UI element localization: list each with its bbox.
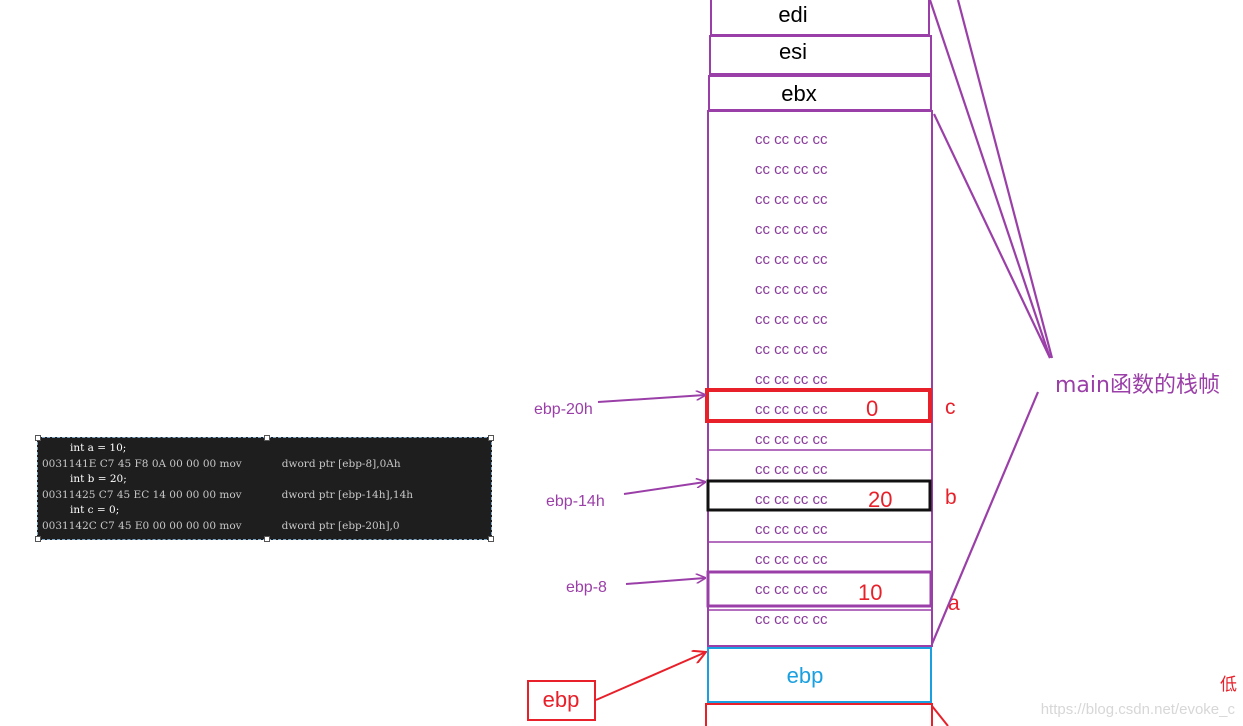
disassembly-lines: int a = 10; 0031141E C7 45 F8 0A 00 00 00… bbox=[42, 441, 491, 534]
var-name-c: c bbox=[945, 396, 956, 419]
selection-handle[interactable] bbox=[264, 435, 270, 441]
pointer-arrow-ebp-8 bbox=[625, 578, 705, 585]
cc-filler-row: cc cc cc cc bbox=[755, 161, 828, 178]
register-cell-edi bbox=[710, 0, 930, 36]
corner-text: 低 bbox=[1220, 675, 1237, 695]
disassembly-panel: int a = 10; 0031141E C7 45 F8 0A 00 00 00… bbox=[35, 435, 494, 542]
slot-c-highlight bbox=[705, 388, 932, 423]
register-cell-esi bbox=[709, 35, 932, 75]
pointer-label-ebp-20h: ebp-20h bbox=[534, 401, 593, 418]
cc-filler-row: cc cc cc cc bbox=[755, 341, 828, 358]
main-frame-outline bbox=[707, 110, 933, 647]
cc-filler-row: cc cc cc cc bbox=[755, 581, 828, 598]
cc-filler-row: cc cc cc cc bbox=[755, 251, 828, 268]
previous-frame-cell bbox=[705, 703, 933, 726]
pointer-label-ebp-8: ebp-8 bbox=[566, 579, 607, 596]
register-cell-ebx bbox=[708, 75, 932, 111]
cc-filler-row: cc cc cc cc bbox=[755, 401, 828, 418]
slot-b-highlight bbox=[706, 479, 932, 512]
slot-a-value: 10 bbox=[858, 580, 882, 605]
asm-line: 0031142C C7 45 E0 00 00 00 00 mov dword … bbox=[42, 519, 400, 532]
ebp-cell bbox=[707, 647, 932, 703]
ebp-register-label: ebp bbox=[543, 687, 580, 712]
cc-filler-row: cc cc cc cc bbox=[755, 611, 828, 628]
frame-label: main函数的栈帧 bbox=[1055, 373, 1220, 398]
source-line: int a = 10; bbox=[70, 442, 127, 454]
selection-handle[interactable] bbox=[35, 435, 41, 441]
ebp-cell-label: ebp bbox=[787, 663, 824, 688]
watermark: https://blog.csdn.net/evoke_c bbox=[1041, 701, 1236, 718]
pointer-arrow-ebp-14h bbox=[623, 482, 705, 495]
cc-filler-row: cc cc cc cc bbox=[755, 281, 828, 298]
ebp-register-box bbox=[527, 680, 596, 721]
cc-filler-row: cc cc cc cc bbox=[755, 551, 828, 568]
slot-b-value: 20 bbox=[868, 487, 892, 512]
asm-line: 0031141E C7 45 F8 0A 00 00 00 mov dword … bbox=[42, 457, 401, 470]
selection-handle[interactable] bbox=[488, 536, 494, 542]
slot-a-highlight bbox=[706, 570, 933, 608]
selection-handle[interactable] bbox=[35, 536, 41, 542]
source-line: int c = 0; bbox=[70, 504, 120, 516]
slot-c-value: 0 bbox=[866, 396, 878, 421]
selection-handle[interactable] bbox=[488, 435, 494, 441]
pointer-label-ebp-14h: ebp-14h bbox=[546, 493, 605, 510]
frame-row-dividers bbox=[708, 449, 932, 611]
frame-bracket-lines bbox=[928, 0, 1054, 645]
source-line: int b = 20; bbox=[70, 473, 127, 485]
cc-filler-row: cc cc cc cc bbox=[755, 371, 828, 388]
cc-filler-row: cc cc cc cc bbox=[755, 221, 828, 238]
selection-handle[interactable] bbox=[264, 536, 270, 542]
ebp-register-arrow bbox=[595, 652, 706, 701]
register-label-esi: esi bbox=[779, 39, 807, 64]
pointer-arrow-ebp-20h bbox=[597, 395, 705, 403]
cc-filler-row: cc cc cc cc bbox=[755, 191, 828, 208]
cc-filler-row: cc cc cc cc bbox=[755, 461, 828, 478]
cc-filler-row: cc cc cc cc bbox=[755, 431, 828, 448]
cc-filler-row: cc cc cc cc bbox=[755, 521, 828, 538]
var-name-b: b bbox=[945, 486, 957, 509]
register-label-edi: edi bbox=[778, 2, 807, 27]
cc-filler-row: cc cc cc cc bbox=[755, 131, 828, 148]
register-cells: edi esi ebx bbox=[708, 0, 932, 111]
cc-filler-row: cc cc cc cc bbox=[755, 311, 828, 328]
cc-filler-rows: cc cc cc cc cc cc cc cc cc cc cc cc cc cc c… bbox=[755, 131, 828, 628]
cc-filler-row: cc cc cc cc bbox=[755, 491, 828, 508]
register-label-ebx: ebx bbox=[781, 81, 816, 106]
asm-line: 00311425 C7 45 EC 14 00 00 00 mov dword … bbox=[42, 488, 414, 501]
previous-frame-edge bbox=[931, 705, 949, 726]
